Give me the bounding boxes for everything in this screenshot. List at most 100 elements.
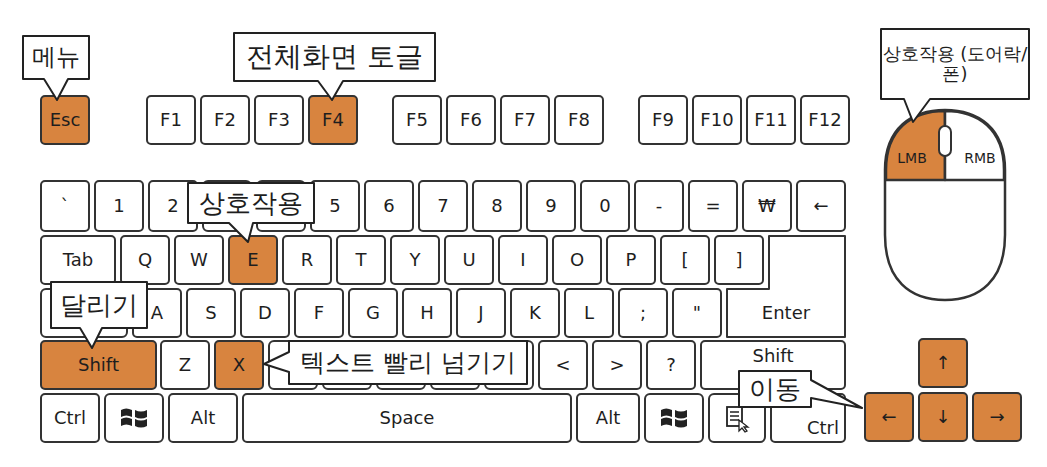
key-label: ₩ xyxy=(758,196,776,216)
keyboard-key: F10 xyxy=(692,95,742,145)
mouse-button: RMB xyxy=(945,110,1005,180)
keyboard-key: X xyxy=(214,340,264,390)
keyboard-key: F xyxy=(294,288,344,338)
callout-outline-path xyxy=(23,36,89,100)
keyboard-key: < xyxy=(538,340,588,390)
key-label: F11 xyxy=(754,110,787,130)
callout-bubble: 전체화면 토글 xyxy=(233,32,436,82)
key-label: F4 xyxy=(322,110,344,130)
callout-bubble: 메뉴 xyxy=(22,35,90,80)
keyboard-key: P xyxy=(606,235,656,285)
scroll-wheel xyxy=(939,126,951,156)
outline-path xyxy=(945,111,1004,180)
keyboard-key: 1 xyxy=(94,180,144,232)
key-label: R xyxy=(301,250,314,270)
key-label: F8 xyxy=(568,110,590,130)
key-label: 5 xyxy=(329,196,340,216)
key-label: F6 xyxy=(460,110,482,130)
keyboard-key: 0 xyxy=(580,180,630,232)
key-label: F2 xyxy=(214,110,236,130)
keyboard-key: 9 xyxy=(526,180,576,232)
mouse-body xyxy=(885,110,1005,300)
key-label: 7 xyxy=(437,196,448,216)
key-label: D xyxy=(258,303,272,323)
key-label: - xyxy=(656,196,663,216)
callout-text: 상호작용 xyxy=(199,189,303,218)
key-label: ↓ xyxy=(935,407,950,427)
keyboard-key: F5 xyxy=(392,95,442,145)
keyboard-key: Alt xyxy=(576,393,640,443)
key-label: X xyxy=(233,355,245,375)
keyboard-key: L xyxy=(564,288,614,338)
keyboard-key: D xyxy=(240,288,290,338)
keyboard-key: - xyxy=(634,180,684,232)
keyboard-key: Tab xyxy=(40,235,116,285)
button-label: RMB xyxy=(964,151,995,166)
keyboard-key: Enter xyxy=(726,235,846,338)
callout-outline-path xyxy=(264,341,527,384)
key-label: Esc xyxy=(50,110,81,130)
keyboard-key: Space xyxy=(242,393,572,443)
key-label: F12 xyxy=(808,110,841,130)
callout-text: 텍스트 빨리 넘기기 xyxy=(300,349,516,377)
keyboard-key: Alt xyxy=(168,393,238,443)
key-label: Q xyxy=(138,250,152,270)
key-label: F9 xyxy=(652,110,674,130)
keyboard-key: S xyxy=(186,288,236,338)
key-label: G xyxy=(366,303,380,323)
key-label: Alt xyxy=(596,408,620,428)
key-label: L xyxy=(584,303,594,323)
keyboard-key: = xyxy=(688,180,738,232)
key-label: T xyxy=(356,250,367,270)
key-label: F1 xyxy=(160,110,182,130)
key-label: 6 xyxy=(383,196,394,216)
key-label: 8 xyxy=(491,196,502,216)
mouse-button-outline xyxy=(945,110,1005,180)
keyboard-key: F4 xyxy=(308,95,358,145)
keyboard-key: Z xyxy=(160,340,210,390)
keyboard-key: ] xyxy=(714,235,764,285)
keyboard-key: 7 xyxy=(418,180,468,232)
key-label: ↑ xyxy=(935,353,950,373)
menu-icon xyxy=(727,407,748,432)
key-label: F3 xyxy=(268,110,290,130)
keyboard-key: ↓ xyxy=(918,392,968,442)
key-label: " xyxy=(693,303,701,323)
callout-bubble: 텍스트 빨리 넘기기 xyxy=(288,340,528,385)
keyboard-key: F8 xyxy=(554,95,604,145)
key-label: ← xyxy=(813,196,828,216)
key-label: E xyxy=(247,250,258,270)
keyboard-key: " xyxy=(672,288,722,338)
key-label: ` xyxy=(61,196,70,216)
keyboard-key: F6 xyxy=(446,95,496,145)
keyboard-key: T xyxy=(336,235,386,285)
windows-icon xyxy=(121,409,147,428)
keyboard-key: Esc xyxy=(40,95,90,145)
keyboard-key: F3 xyxy=(254,95,304,145)
keyboard-key: G xyxy=(348,288,398,338)
key-label: W xyxy=(190,250,208,270)
callout-text: 상호작용 (도어락/폰) xyxy=(880,44,1030,84)
key-label: < xyxy=(555,355,570,375)
callout-text: 메뉴 xyxy=(32,44,80,70)
key-label: I xyxy=(520,250,525,270)
callout-outline-path xyxy=(51,282,147,348)
keyboard-key: ; xyxy=(618,288,668,338)
key-label: 0 xyxy=(599,196,610,216)
key-label: > xyxy=(609,355,624,375)
windows-key xyxy=(645,394,703,442)
keyboard-key: Q xyxy=(120,235,170,285)
keyboard-key: ` xyxy=(40,180,90,232)
keyboard-key: R xyxy=(282,235,332,285)
keyboard-key: 6 xyxy=(364,180,414,232)
keyboard-key: U xyxy=(444,235,494,285)
key-label: O xyxy=(570,250,584,270)
keyboard-key: 5 xyxy=(310,180,360,232)
key-label: Shift xyxy=(753,346,794,366)
keyboard-key: → xyxy=(972,392,1022,442)
key-label: Ctrl xyxy=(807,418,839,438)
keyboard-key: Ctrl xyxy=(40,393,100,443)
keyboard-key: H xyxy=(402,288,452,338)
windows-icon xyxy=(661,409,687,428)
key-label: S xyxy=(205,303,216,323)
